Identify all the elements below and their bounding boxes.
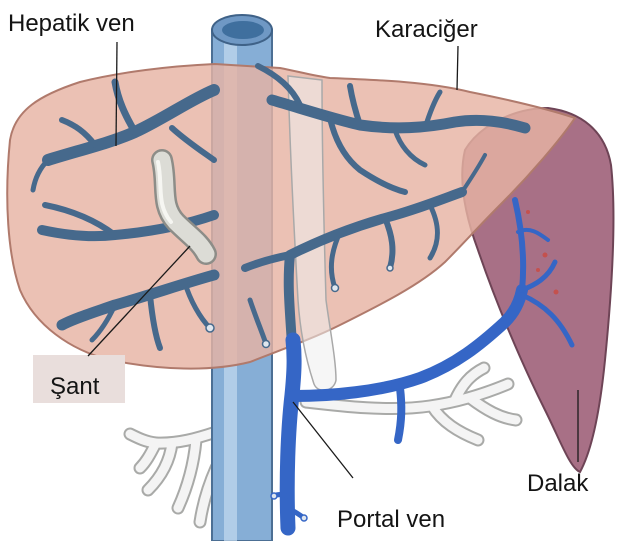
vena-cava-opening	[222, 21, 264, 39]
hepatic-vein-label: Hepatik ven	[8, 10, 135, 37]
liver-leader	[457, 46, 458, 90]
spleen-label: Dalak	[527, 470, 589, 497]
portal-vein-leader	[293, 402, 353, 478]
shunt-label: Şant	[50, 373, 100, 400]
portal-vein-label: Portal ven	[337, 506, 445, 533]
liver-label: Karaciğer	[375, 16, 478, 43]
